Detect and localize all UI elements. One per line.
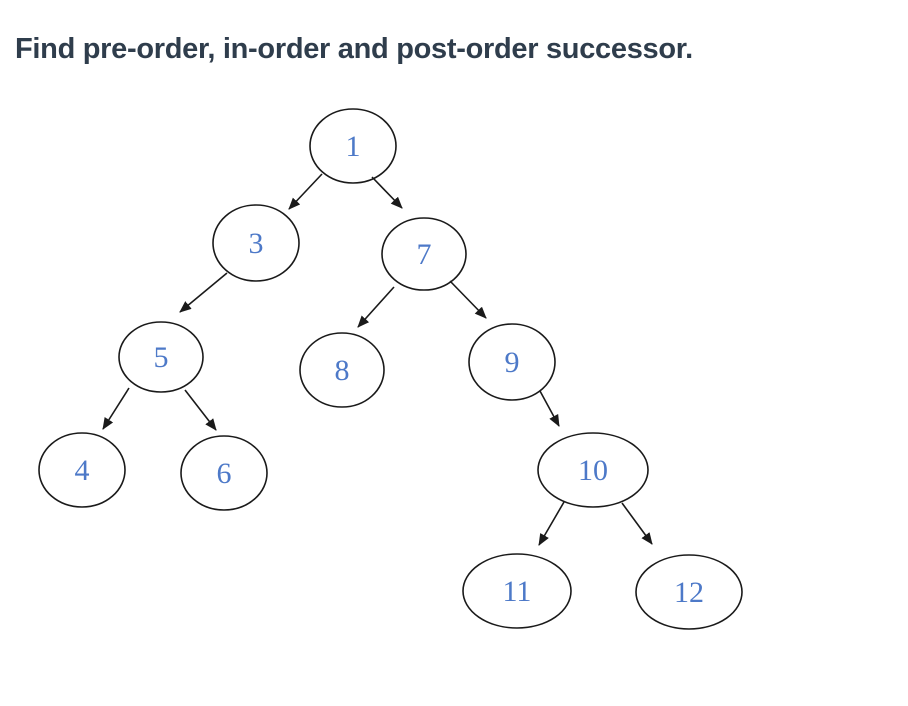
tree-node-6 [180, 435, 268, 511]
tree-node-label-10: 10 [578, 454, 608, 487]
tree-node-label-7: 7 [417, 238, 432, 271]
tree-edge-9-10 [539, 390, 560, 427]
tree-edge-10-11 [538, 501, 565, 546]
tree-edge-5-6 [184, 389, 217, 431]
tree-node-10 [537, 432, 649, 508]
tree-node-label-12: 12 [674, 576, 704, 609]
tree-node-label-3: 3 [249, 227, 264, 260]
tree-node-9 [468, 323, 556, 401]
tree-edge-1-7 [371, 176, 403, 209]
tree-node-12 [635, 554, 743, 630]
tree-edge-1-3 [288, 173, 323, 210]
tree-edge-7-8 [357, 286, 395, 328]
tree-node-label-8: 8 [335, 354, 350, 387]
tree-node-label-4: 4 [75, 454, 90, 487]
tree-labels-layer: 1 3 7 5 8 9 4 6 10 11 12 [75, 130, 705, 609]
tree-node-label-1: 1 [346, 130, 361, 163]
tree-edges-layer [102, 173, 653, 546]
tree-edge-3-5 [179, 272, 228, 313]
tree-edge-5-4 [102, 387, 130, 430]
tree-nodes-layer [38, 108, 743, 630]
page-title: Find pre-order, in-order and post-order … [15, 33, 693, 65]
tree-edge-7-9 [449, 280, 487, 319]
tree-node-8 [299, 332, 385, 408]
tree-node-label-6: 6 [217, 457, 232, 490]
tree-edge-10-12 [621, 502, 653, 545]
tree-node-3 [212, 204, 300, 282]
tree-node-label-9: 9 [505, 346, 520, 379]
tree-node-label-5: 5 [154, 341, 169, 374]
tree-node-1 [309, 108, 397, 184]
tree-node-7 [381, 217, 467, 291]
tree-node-label-11: 11 [503, 575, 532, 608]
tree-node-11 [462, 553, 572, 629]
tree-node-5 [118, 321, 204, 393]
tree-node-4 [38, 432, 126, 508]
